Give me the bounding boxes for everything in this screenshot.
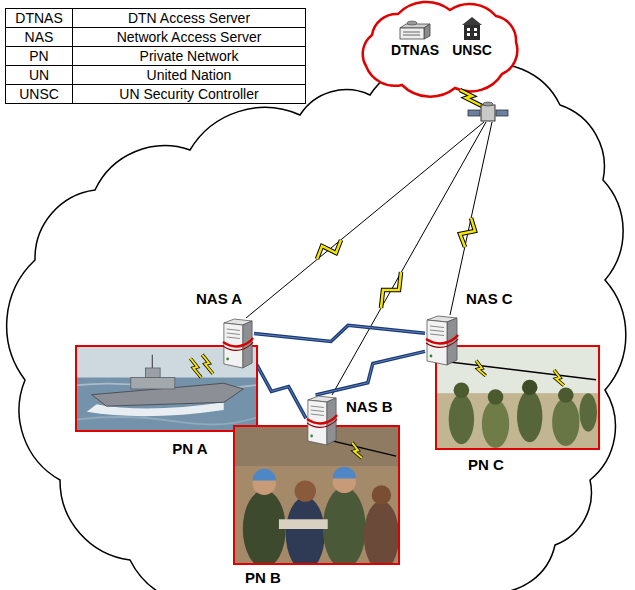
network-photo	[437, 347, 598, 448]
node-label: DTNAS	[391, 42, 439, 59]
lightning-highlight	[254, 325, 425, 341]
headquarters-cloud	[363, 2, 518, 97]
server-icon: NAS B	[306, 395, 338, 447]
server-icon	[398, 20, 432, 40]
abbreviation-cell: UNSC	[6, 85, 73, 104]
lightning-bolt	[254, 325, 425, 341]
icon-graphic	[437, 347, 598, 448]
satellite-uplink	[460, 90, 482, 106]
abbreviation-cell: NAS	[6, 28, 73, 47]
network-cloud	[7, 60, 626, 590]
satellite-bolt	[381, 272, 401, 308]
server-icon	[222, 318, 254, 370]
satellite-link	[450, 122, 492, 315]
server-icon: NAS C	[425, 315, 459, 367]
satellite-icon	[468, 102, 508, 121]
table-row: PNPrivate Network	[6, 47, 306, 66]
network-photo-box: PN C	[435, 345, 600, 450]
icon-graphic	[77, 347, 256, 430]
server-icon: DTNAS	[398, 20, 432, 40]
meaning-cell: Network Access Server	[73, 28, 306, 47]
lightning-bolt	[316, 351, 425, 395]
node-label: UNSC	[452, 42, 492, 59]
abbreviation-cell: UN	[6, 66, 73, 85]
label-holder: DTNAS	[391, 42, 439, 59]
icon-graphic	[307, 396, 337, 445]
table-row: UNSCUN Security Controller	[6, 85, 306, 104]
abbreviation-cell: PN	[6, 47, 73, 66]
building-icon	[460, 16, 484, 40]
abbreviation-table: DTNASDTN Access ServerNASNetwork Access …	[5, 8, 306, 104]
node-label: NAS C	[466, 290, 513, 307]
satellite-uplink	[460, 90, 482, 106]
network-photo	[235, 427, 398, 563]
node-label: PN A	[172, 440, 207, 457]
wireless-link	[254, 360, 306, 419]
satellite-bolt	[317, 240, 341, 259]
abbreviation-cell: DTNAS	[6, 9, 73, 28]
table-row: DTNASDTN Access Server	[6, 9, 306, 28]
node-label: NAS B	[346, 398, 393, 415]
label-holder: UNSC	[452, 42, 492, 59]
server-icon: NAS A	[222, 318, 254, 370]
wireless-link	[254, 325, 425, 341]
satellite-bolt	[460, 218, 475, 247]
satellite-link	[246, 122, 484, 318]
meaning-cell: United Nation	[73, 66, 306, 85]
node-label: PN B	[245, 569, 281, 586]
label-holder: NAS B	[346, 398, 393, 415]
meaning-cell: Private Network	[73, 47, 306, 66]
node-label: PN C	[468, 456, 504, 473]
icon-graphic	[223, 319, 253, 368]
satellite-bolt	[381, 272, 401, 308]
icon-graphic	[400, 21, 430, 39]
label-holder: NAS A	[196, 290, 242, 307]
icon-graphic	[462, 17, 482, 40]
satellite-bolt	[460, 218, 475, 247]
satellite-bolt	[317, 240, 341, 259]
label-holder: PN A	[172, 440, 207, 457]
wireless-link	[316, 351, 425, 395]
meaning-cell: DTN Access Server	[73, 9, 306, 28]
building-icon: UNSC	[460, 16, 484, 40]
server-icon	[306, 395, 338, 447]
meaning-cell: UN Security Controller	[73, 85, 306, 104]
node-label: NAS A	[196, 290, 242, 307]
table-row: NASNetwork Access Server	[6, 28, 306, 47]
icon-graphic	[426, 316, 458, 365]
label-holder: PN B	[245, 569, 281, 586]
lightning-highlight	[316, 351, 425, 395]
lightning-highlight	[254, 360, 306, 419]
table-row: UNUnited Nation	[6, 66, 306, 85]
label-holder: PN C	[468, 456, 504, 473]
label-holder: NAS C	[466, 290, 513, 307]
icon-graphic	[235, 427, 398, 563]
network-photo-box: PN B	[233, 425, 400, 565]
lightning-bolt	[254, 360, 306, 419]
server-icon	[425, 315, 459, 367]
